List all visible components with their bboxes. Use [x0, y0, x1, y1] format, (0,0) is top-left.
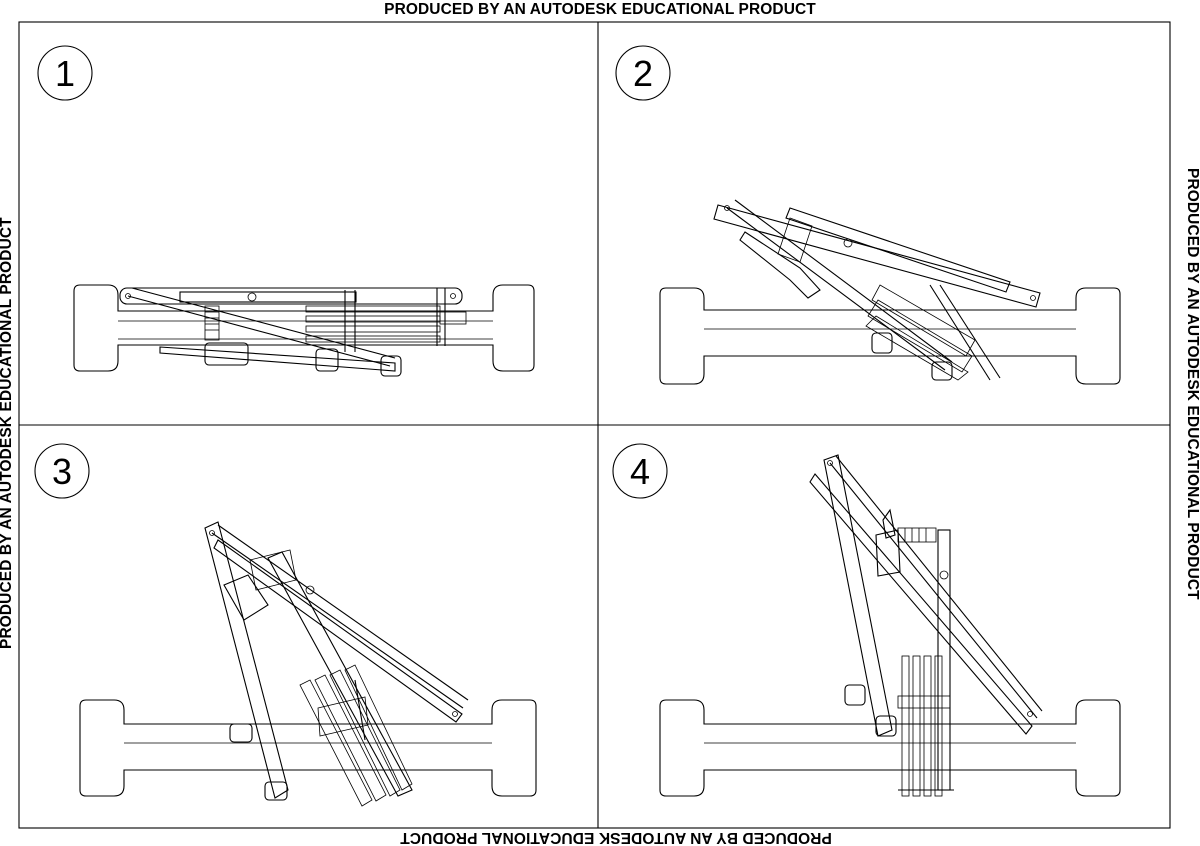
- mechanism-drawing: [659, 454, 1121, 797]
- mechanism-drawing: [79, 521, 537, 807]
- panel-1: 1: [37, 45, 535, 377]
- panel-number-circle: [615, 45, 671, 101]
- panel-4: 4: [612, 443, 1121, 797]
- panel-3: 3: [34, 443, 537, 807]
- panel-number: 3: [52, 451, 72, 492]
- mechanism-drawing: [659, 199, 1121, 385]
- panel-number: 2: [633, 53, 653, 94]
- panel-number-circle: [612, 443, 668, 499]
- panel-number: 1: [55, 53, 75, 94]
- panel-number: 4: [630, 451, 650, 492]
- mechanism-drawing: [73, 284, 535, 377]
- panel-number-circle: [37, 45, 93, 101]
- panel-2: 2: [615, 45, 1121, 385]
- panel-number-circle: [34, 443, 90, 499]
- watermark-top: PRODUCED BY AN AUTODESK EDUCATIONAL PROD…: [384, 1, 816, 18]
